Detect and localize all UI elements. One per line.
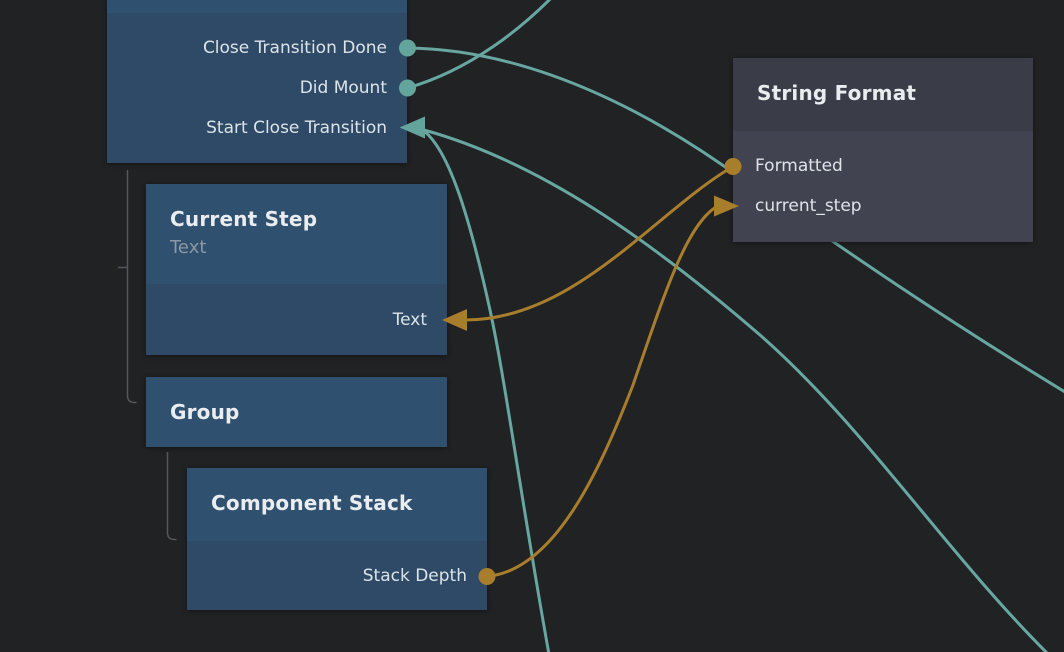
node-header: String Format (733, 58, 1033, 131)
node-title: Component Stack (211, 491, 413, 515)
port-start-close-transition[interactable]: Start Close Transition (107, 108, 407, 148)
node-body: Stack Depth (187, 541, 487, 610)
node-header: Current Step Text (146, 184, 447, 284)
connection-stack-depth-current-step[interactable] (486, 205, 717, 578)
hierarchy-line-top-to-group (126, 170, 137, 404)
connection-formatted-text[interactable] (464, 165, 734, 322)
port-label: Text (392, 310, 427, 330)
port-current-step[interactable]: current_step (733, 186, 1033, 226)
node-header: Component Stack (187, 468, 487, 541)
node-body: Text (146, 284, 447, 355)
port-stack-depth[interactable]: Stack Depth (187, 556, 487, 596)
connection-offscreen-bottom-right-start-close-transition[interactable] (423, 128, 1052, 652)
port-did-mount[interactable]: Did Mount (107, 68, 407, 108)
port-text[interactable]: Text (146, 300, 447, 340)
connection-close-transition-done-offscreen-right[interactable] (407, 46, 1064, 395)
node-title: Group (170, 400, 240, 424)
port-label: Start Close Transition (206, 118, 387, 138)
port-label: Did Mount (299, 78, 387, 98)
port-label: Formatted (755, 156, 843, 176)
node-subtitle: Text (170, 237, 207, 258)
node-header: Group (146, 377, 447, 447)
node-title: Current Step (170, 207, 318, 231)
node-top-partial[interactable]: Close Transition Done Did Mount Start Cl… (107, 0, 407, 163)
port-close-transition-done[interactable]: Close Transition Done (107, 28, 407, 68)
node-string-format[interactable]: String Format Formatted current_step (733, 58, 1033, 242)
connection-did-mount-offscreen-top[interactable] (407, 0, 571, 90)
node-component-stack[interactable]: Component Stack Stack Depth (187, 468, 487, 610)
port-label: Close Transition Done (202, 38, 387, 58)
connection-offscreen-bottom-start-close-transition[interactable] (423, 129, 551, 652)
port-formatted[interactable]: Formatted (733, 146, 1033, 186)
node-body: Formatted current_step (733, 131, 1033, 242)
node-body: Close Transition Done Did Mount Start Cl… (107, 13, 407, 163)
hierarchy-line-group-to-component-stack (166, 452, 177, 541)
node-current-step[interactable]: Current Step Text Text (146, 184, 447, 355)
node-group[interactable]: Group (146, 377, 447, 447)
node-header (107, 0, 407, 13)
port-label: current_step (755, 196, 862, 216)
node-title: String Format (757, 81, 917, 105)
port-label: Stack Depth (362, 566, 467, 586)
